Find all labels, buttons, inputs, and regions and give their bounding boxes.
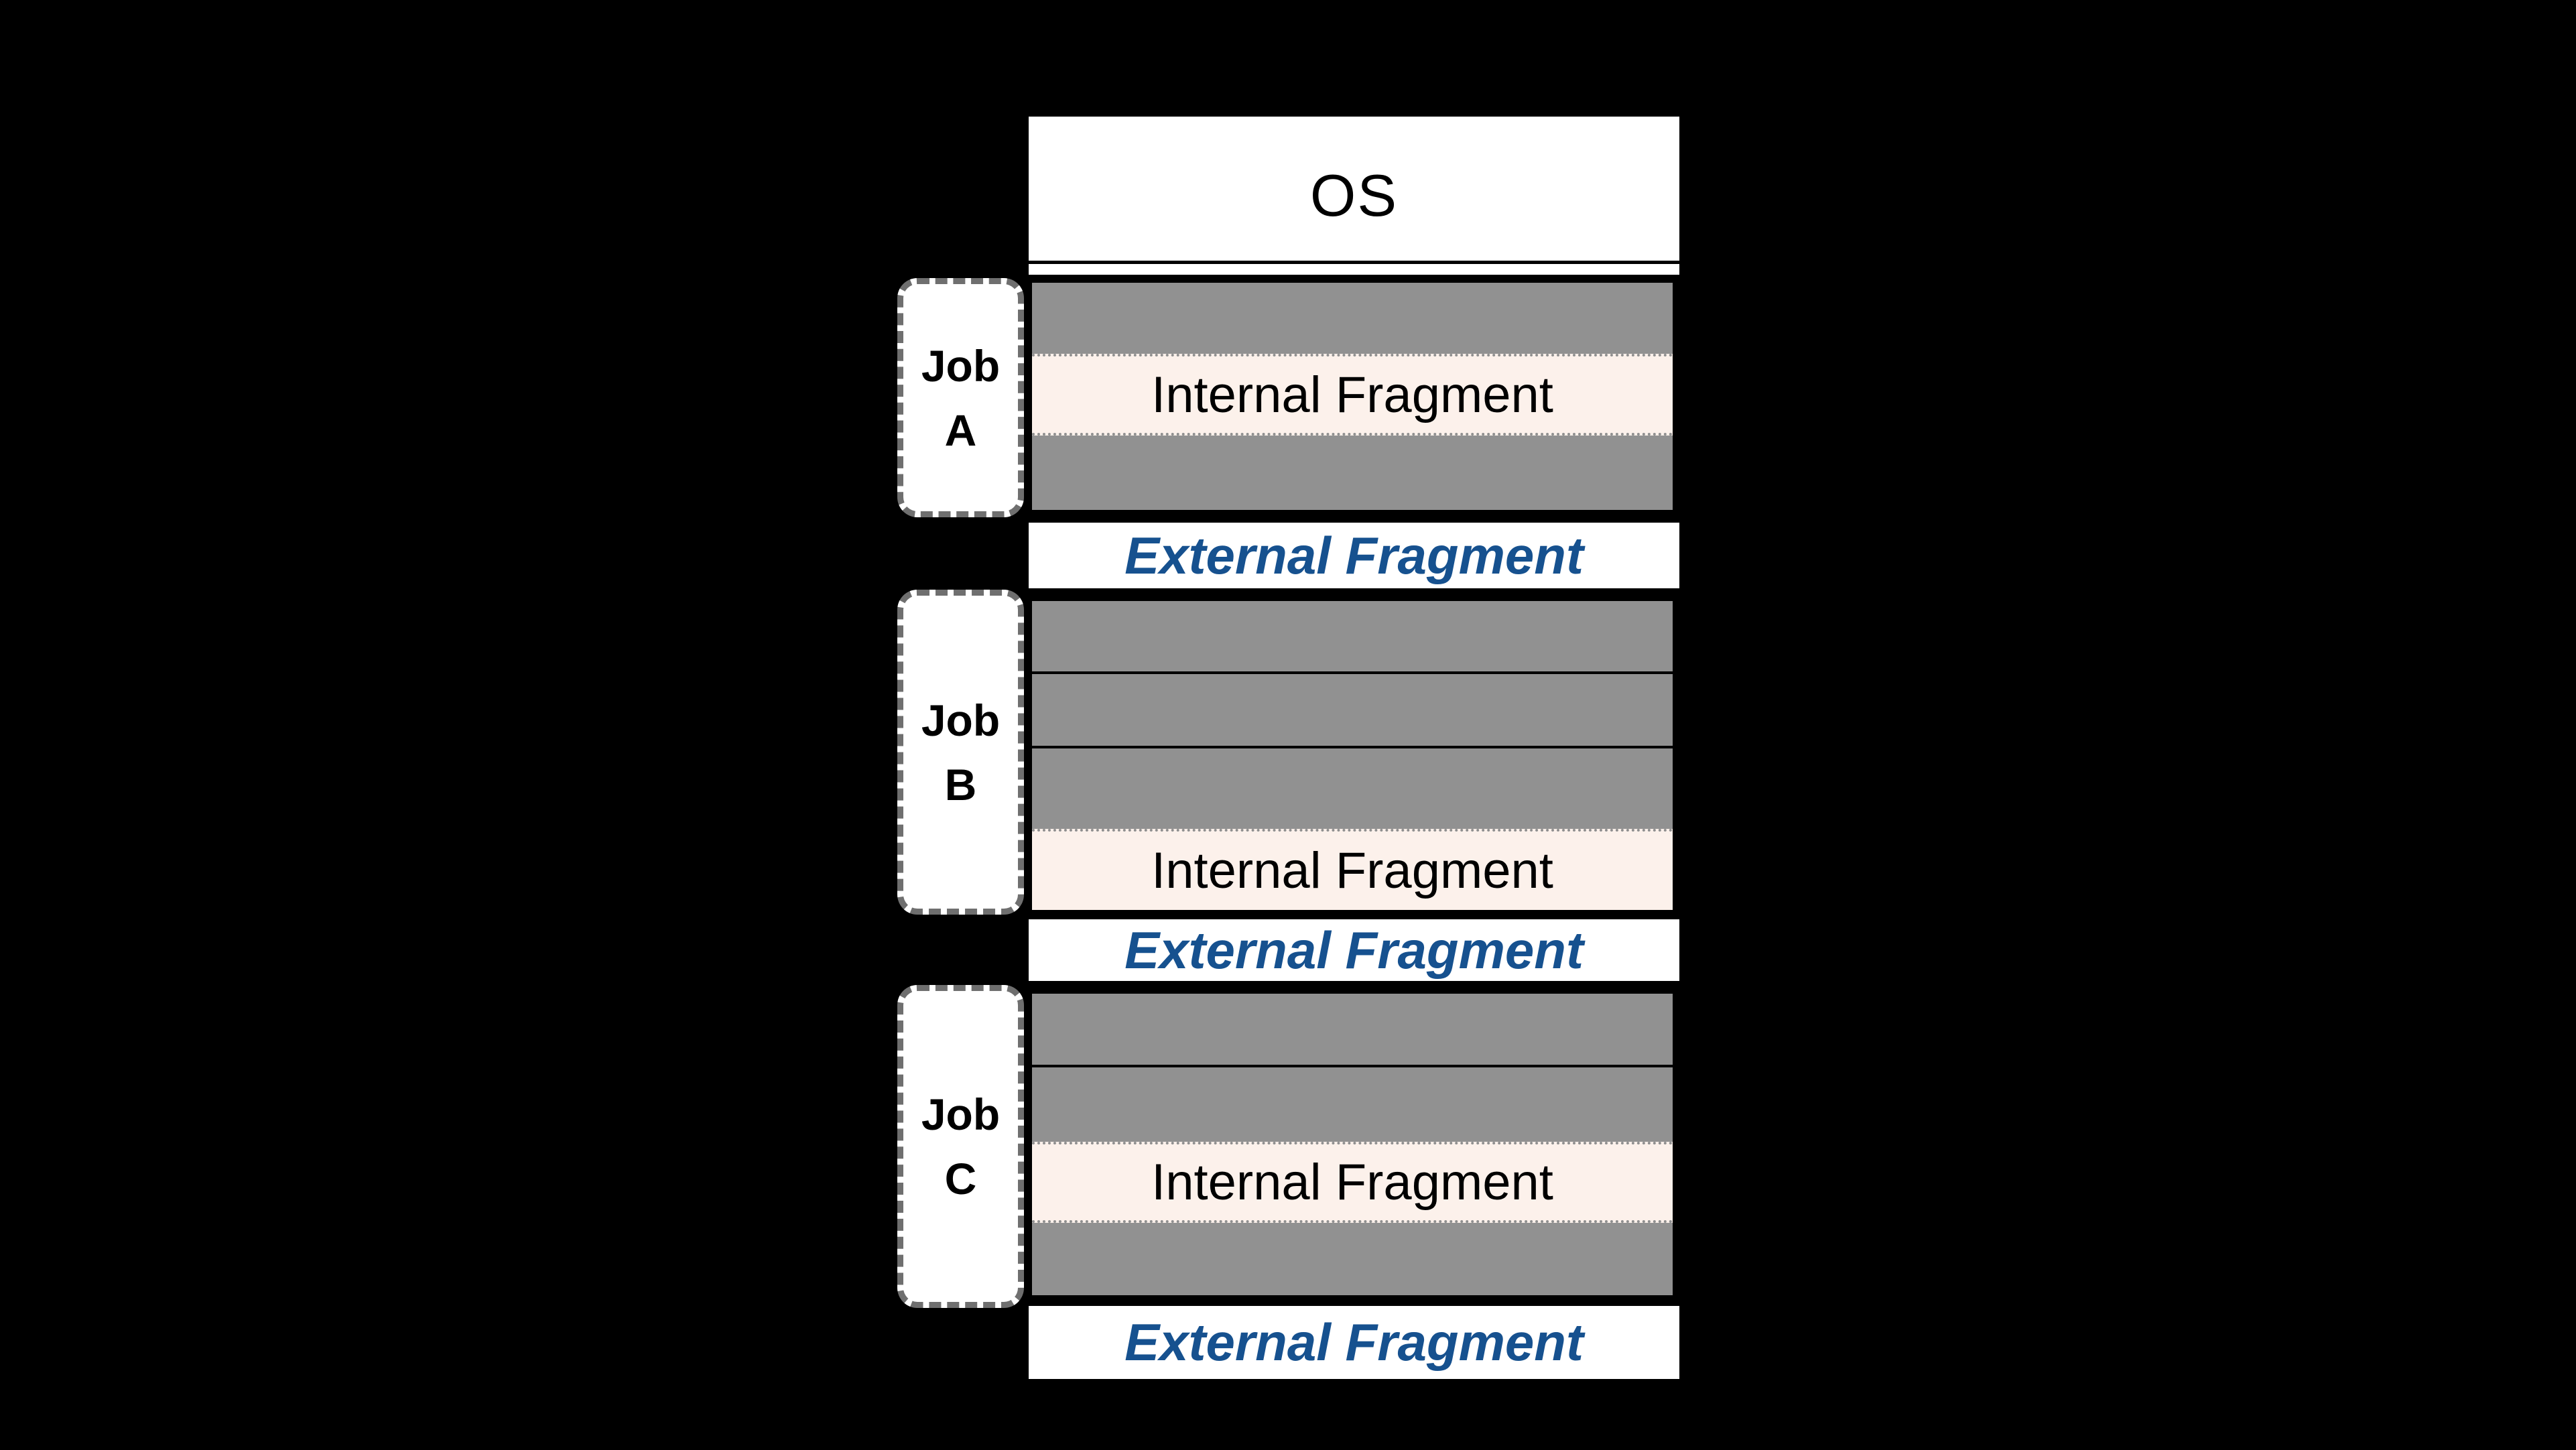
job-b-internal-fragment-band: Internal Fragment — [1032, 829, 1673, 910]
job-c-band-divider-1 — [1032, 1065, 1673, 1067]
job-b-allocated-band-2 — [1032, 674, 1673, 746]
job-b-label: Job B — [897, 590, 1024, 915]
job-c-allocated-band-2 — [1032, 1067, 1673, 1142]
job-a-allocated-band-top — [1032, 283, 1673, 354]
external-fragment-label-2: External Fragment — [1124, 920, 1584, 980]
job-b-allocated-band-3 — [1032, 748, 1673, 829]
job-a-allocated-band-bottom — [1032, 436, 1673, 510]
job-b-letter: B — [944, 759, 977, 809]
job-a-internal-fragment-band: Internal Fragment — [1032, 354, 1673, 436]
job-c-internal-fragment-label: Internal Fragment — [1151, 1154, 1553, 1211]
os-block: OS — [1029, 117, 1679, 275]
external-fragment-band-1: External Fragment — [1029, 523, 1679, 588]
job-a-memory-block: Internal Fragment — [1024, 275, 1681, 518]
job-b-word: Job — [921, 695, 1001, 745]
job-c-internal-fragment-band: Internal Fragment — [1032, 1142, 1673, 1223]
job-c-memory-block: Internal Fragment — [1024, 986, 1681, 1303]
job-a-label: Job A — [897, 278, 1024, 517]
external-fragment-label-1: External Fragment — [1124, 525, 1584, 585]
job-c-allocated-band-1 — [1032, 994, 1673, 1065]
job-a-letter: A — [944, 405, 977, 455]
external-fragment-band-3: External Fragment — [1029, 1306, 1679, 1379]
external-fragment-band-2: External Fragment — [1029, 919, 1679, 981]
job-c-letter: C — [944, 1154, 977, 1203]
job-b-internal-fragment-label: Internal Fragment — [1151, 842, 1553, 899]
job-a-internal-fragment-label: Internal Fragment — [1151, 366, 1553, 423]
external-fragment-label-3: External Fragment — [1124, 1313, 1584, 1372]
job-b-band-divider-2 — [1032, 746, 1673, 748]
job-b-memory-block: Internal Fragment — [1024, 593, 1681, 918]
job-c-allocated-band-3 — [1032, 1223, 1673, 1295]
job-b-allocated-band-1 — [1032, 601, 1673, 671]
job-c-label: Job C — [897, 985, 1024, 1308]
job-c-word: Job — [921, 1090, 1001, 1139]
os-label: OS — [1309, 162, 1399, 228]
os-bottom-line — [1029, 261, 1679, 264]
job-a-word: Job — [921, 340, 1001, 391]
job-b-band-divider-1 — [1032, 671, 1673, 674]
